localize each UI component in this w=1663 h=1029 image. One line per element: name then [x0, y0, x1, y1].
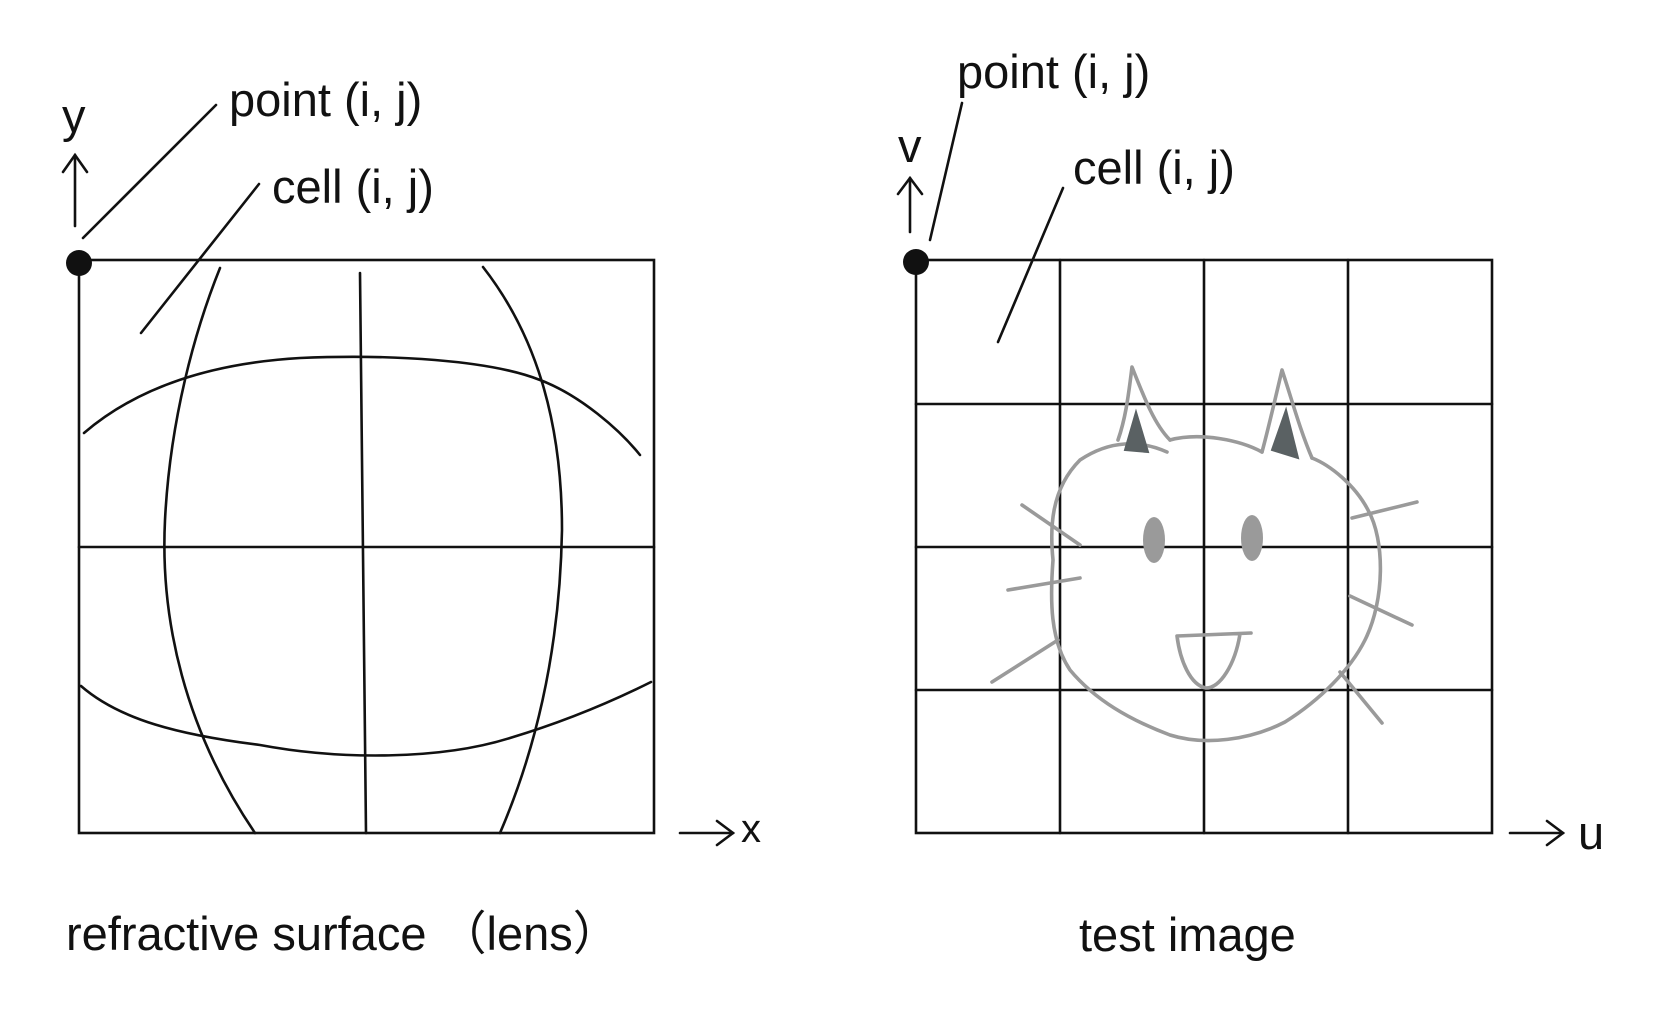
point-label-right: point (i, j): [957, 45, 1150, 98]
point-marker-right: [903, 249, 929, 275]
point-leader-line-right: [928, 101, 964, 242]
point-label-left: point (i, j): [229, 73, 422, 126]
v-axis-label: v: [898, 119, 922, 172]
cat-eye-left: [1143, 517, 1165, 563]
u-axis-label: u: [1578, 806, 1604, 859]
cell-leader-line-right: [996, 186, 1065, 344]
cat-whisker-right-1: [1350, 500, 1419, 520]
cell-label-right: cell (i, j): [1073, 141, 1235, 194]
cat-crown: [1168, 434, 1264, 454]
caption-right: test image: [1079, 908, 1296, 961]
cat-ear-right-outline: [1260, 368, 1314, 460]
cat-whisker-right-2: [1348, 594, 1414, 627]
y-axis-arrow-head: [61, 152, 89, 174]
cat-ear-right-inner: [1270, 406, 1300, 460]
y-axis-label: y: [62, 89, 86, 142]
x-axis-label: x: [741, 807, 761, 851]
cat-mouth: [1175, 631, 1253, 690]
cat-whisker-left-1: [1020, 503, 1082, 547]
v-axis-arrow-head: [896, 175, 924, 196]
x-axis-arrow-head: [715, 819, 736, 847]
caption-left: refractive surface （lens）: [66, 907, 620, 960]
cat-whisker-left-3: [990, 638, 1060, 684]
cat-whisker-right-3: [1338, 670, 1384, 725]
cell-leader-line-left: [139, 182, 261, 335]
cat-ear-left-outline: [1116, 365, 1172, 442]
cat-drawing: [990, 365, 1419, 743]
point-marker-left: [66, 250, 92, 276]
cat-head-outline: [1049, 442, 1383, 743]
left-panel: [61, 103, 736, 847]
lens-curve-top: [82, 355, 642, 457]
lens-curve-bottom: [79, 680, 653, 757]
cell-label-left: cell (i, j): [272, 160, 434, 213]
lens-curve-right: [481, 265, 564, 835]
u-axis-arrow-head: [1545, 819, 1566, 847]
point-leader-line-left: [81, 103, 218, 240]
cat-whisker-left-2: [1006, 576, 1082, 592]
right-panel: [896, 101, 1566, 847]
cat-eye-right: [1241, 515, 1263, 561]
lens-curve-left: [163, 266, 257, 835]
cat-ear-left-inner: [1123, 408, 1150, 454]
